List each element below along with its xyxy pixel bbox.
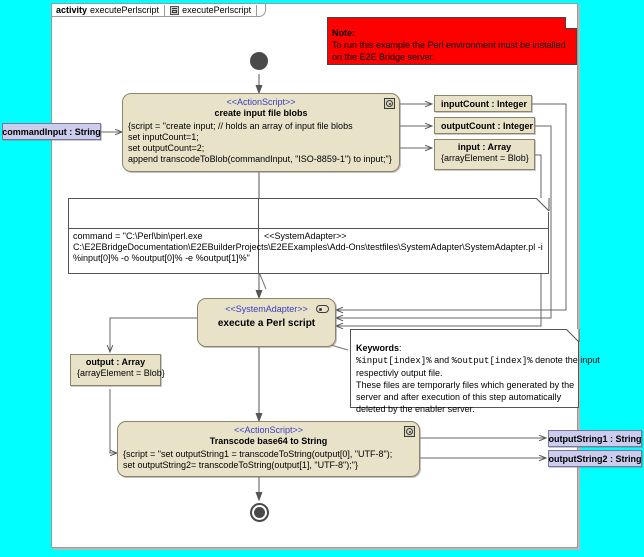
action-transcode-line1: {script = "set outputString1 = transcode… [123, 449, 393, 459]
note-keywords-line3: These files are temporarly files which g… [356, 380, 575, 390]
action-create-line3: set outputCount=2; [128, 143, 205, 153]
note-keywords-line5: deleted by the enabler server. [356, 404, 475, 414]
note-keywords-colon: : [399, 343, 402, 353]
action-create-stereotype: <<ActionScript>> [226, 97, 296, 107]
action-create-body: {script = "create input; // holds an arr… [123, 118, 399, 167]
adapter-pill-icon [316, 305, 329, 313]
initial-node [250, 52, 268, 70]
action-transcode-line2: set outputString2= transcodeToString(out… [123, 460, 358, 470]
param-output-string-1[interactable]: outputString1 : String [548, 430, 642, 447]
note-command-line3: %input[0]% -o %output[0]% -e %output[1]%… [73, 253, 250, 263]
note-keywords-right-edge [578, 342, 579, 407]
note-fold-corner [565, 17, 577, 29]
note-keywords-line4: server and after execution of this step … [356, 392, 562, 402]
pin-input-array-props: {arrayElement = Blob} [441, 153, 529, 163]
object-output-label: output : Array [85, 357, 146, 367]
object-output-props: {arrayElement = Blob} [77, 368, 165, 378]
tab-separator-2 [256, 4, 258, 16]
note-keywords-heading: Keywords: [351, 330, 579, 354]
action-exec-title: execute a Perl script [217, 318, 316, 329]
keyword-tail: denote the input [532, 355, 600, 365]
param-output-string-2[interactable]: outputString2 : String [548, 450, 642, 467]
frame-title-tab[interactable]: activity executePerlscript executePerlsc… [51, 3, 267, 17]
note-red-perl-environment: Note: To run this example the Perl envir… [327, 17, 577, 65]
action-exec-stereotype: <<SystemAdapter>> [225, 304, 308, 314]
diagram-icon [170, 5, 180, 15]
note-top-compartment [69, 199, 549, 229]
frame-tab-name: executePerlscript [182, 5, 252, 15]
note-keywords: Keywords: %input[index]% and %output[ind… [350, 329, 600, 414]
note-sa-stereotype: <<SystemAdapter>> [264, 231, 347, 241]
pin-output-count[interactable]: outputCount : Integer [434, 117, 535, 134]
script-gear-icon-2 [404, 426, 415, 437]
note-keywords-line1: %input[index]% and %output[index]% denot… [351, 354, 600, 367]
activity-final-inner [254, 507, 265, 518]
pin-input-count-label: inputCount : Integer [441, 99, 527, 109]
note-command-line1: command = "C:\Perl\bin\perl.exe [73, 231, 203, 241]
param-command-input-label: commandInput : String [2, 126, 101, 137]
note-red-line1: To run this example the Perl environment… [332, 40, 566, 50]
pin-input-array-label: input : Array [457, 142, 512, 152]
note-divider [258, 199, 259, 228]
note-system-adapter-command: command = "C:\Perl\bin\perl.exe C:\E2EBr… [68, 198, 550, 274]
action-execute-perl-script[interactable]: <<SystemAdapter>> execute a Perl script [197, 298, 336, 347]
note-command-line2-left: C:\E2EBridgeDocumentation\E2EBuilderProj… [73, 242, 543, 252]
action-create-line2: set inputCount=1; [128, 132, 199, 142]
script-gear-icon [384, 98, 395, 109]
param-command-input[interactable]: commandInput : String [2, 123, 101, 140]
note-keywords-line2: respectivly output file. [356, 368, 443, 378]
note-red-line2: on the E2E Bridge server. [332, 52, 435, 62]
pin-input-count[interactable]: inputCount : Integer [434, 95, 532, 112]
frame-keyword: activity [56, 5, 88, 15]
tab-separator [164, 4, 166, 16]
action-create-input-file-blobs[interactable]: <<ActionScript>> create input file blobs… [122, 93, 400, 172]
action-transcode-body: {script = "set outputString1 = transcode… [118, 446, 419, 473]
param-output-string-2-label: outputString2 : String [548, 453, 642, 464]
action-transcode-stereotype: <<ActionScript>> [233, 425, 304, 435]
action-create-line1: {script = "create input; // holds an arr… [128, 121, 353, 131]
action-transcode-base64-to-string[interactable]: <<ActionScript>> Transcode base64 to Str… [117, 421, 420, 477]
frame-name: executePerlscript [90, 5, 160, 15]
note-bottom-compartment: command = "C:\Perl\bin\perl.exe C:\E2EBr… [69, 229, 549, 274]
note-fold-corner-kw [566, 329, 580, 343]
note-keywords-title: Keywords [356, 343, 400, 353]
note-command-block: command = "C:\Perl\bin\perl.exe C:\E2EBr… [69, 229, 543, 266]
keyword-and: and [431, 355, 452, 365]
action-create-title: create input file blobs [214, 108, 308, 118]
keyword-output-token: %output[index]% [451, 356, 533, 366]
param-output-string-1-label: outputString1 : String [548, 433, 642, 444]
action-transcode-title: Transcode base64 to String [209, 436, 328, 446]
action-create-line4: append transcodeToBlob(commandInput, "IS… [128, 154, 392, 164]
note-red-title: Note: [332, 28, 355, 38]
object-node-output-array[interactable]: output : Array {arrayElement = Blob} [70, 354, 165, 386]
keyword-input-token: %input[index]% [356, 356, 432, 366]
pin-output-count-label: outputCount : Integer [441, 121, 533, 131]
pin-input-array[interactable]: input : Array {arrayElement = Blob} [434, 139, 535, 170]
